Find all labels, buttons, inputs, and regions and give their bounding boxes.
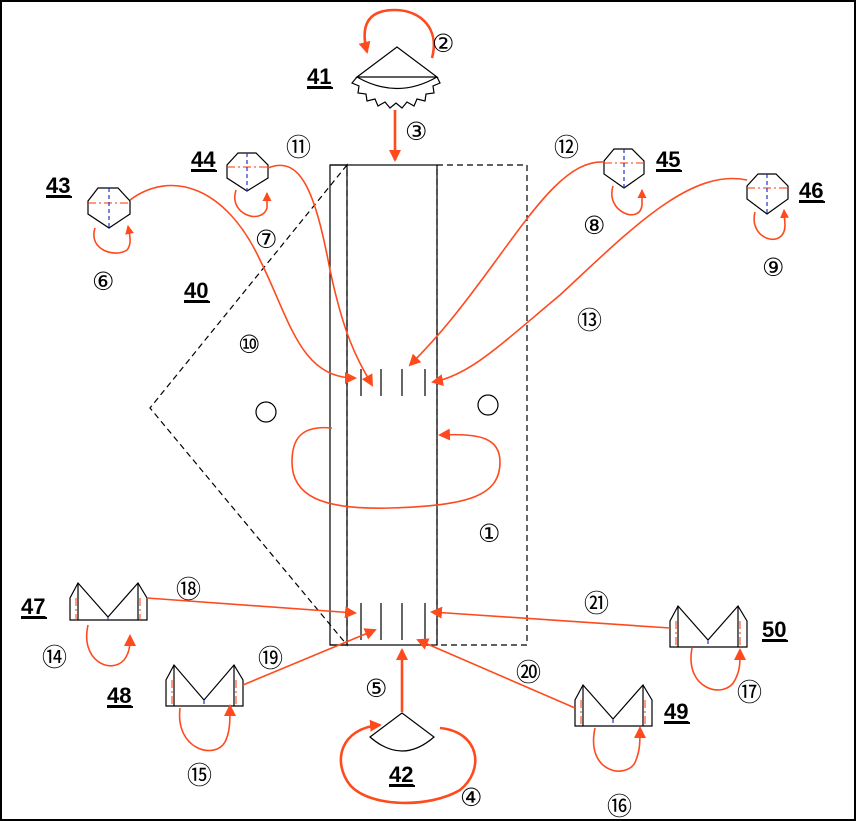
step-label-3: ③: [405, 117, 427, 146]
step-label-16: ⑯: [607, 792, 632, 821]
arrow-step-4: [339, 719, 477, 805]
step-number-labels: ① ② ③ ④ ⑤ ⑥ ⑦ ⑧ ⑨ ⑩ ⑪ ⑫ ⑬ ⑭ ⑮ ⑯ ⑰ ⑱ ⑲ ⑳ …: [42, 29, 784, 821]
step-label-6: ⑥: [92, 267, 114, 296]
arrow-step-16: [592, 726, 646, 772]
arrow-step-12: [408, 161, 605, 367]
arrow-step-13: [431, 177, 748, 387]
label-part-42: 42: [389, 762, 413, 787]
label-part-41: 41: [307, 64, 331, 89]
arrow-step-6: [93, 225, 134, 254]
step-label-7: ⑦: [255, 225, 277, 254]
step-label-17: ⑰: [737, 678, 762, 707]
label-part-46: 46: [799, 178, 823, 203]
step-label-20: ⑳: [516, 658, 541, 687]
label-part-45: 45: [656, 147, 680, 172]
part-42-fan: [369, 712, 435, 752]
arrow-step-7: [234, 189, 272, 218]
step-label-11: ⑪: [286, 133, 311, 162]
arrow-step-19: [242, 628, 377, 686]
part-49-v-shape: [574, 683, 653, 727]
label-part-43: 43: [46, 173, 70, 198]
step-label-13: ⑬: [577, 306, 602, 335]
step-label-14: ⑭: [42, 643, 67, 672]
step-label-1: ①: [478, 519, 500, 548]
label-part-48: 48: [107, 683, 131, 708]
part-43-octagon: [87, 187, 131, 229]
arrow-step-1: [291, 426, 501, 509]
step-label-5: ⑤: [365, 674, 387, 703]
step-label-2: ②: [432, 29, 454, 58]
step-label-8: ⑧: [583, 211, 605, 240]
step-label-21: ㉑: [584, 589, 609, 618]
part-label-underlines: [21, 87, 825, 787]
step-label-10: ⑩: [238, 330, 260, 359]
arrow-step-11: [267, 164, 373, 387]
hole-left: [255, 401, 277, 423]
part-50-v-shape: [669, 604, 748, 648]
part-46-octagon: [746, 173, 789, 215]
part-41-fan-gear: [351, 46, 441, 109]
part-45-octagon: [603, 148, 645, 189]
arrow-step-2: [358, 8, 435, 59]
arrow-step-15: [178, 704, 236, 752]
label-part-49: 49: [664, 699, 688, 724]
main-body-part-40: [149, 163, 528, 647]
label-part-50: 50: [762, 617, 786, 642]
part-48-v-shape: [165, 663, 244, 707]
part-number-labels: 40 41 42 43 44 45 46 47 48 49 50: [21, 64, 823, 787]
step-label-15: ⑮: [187, 761, 212, 790]
step-label-4: ④: [460, 783, 482, 812]
part-44-octagon: [226, 152, 269, 192]
step-label-12: ⑫: [554, 133, 579, 162]
label-part-44: 44: [191, 147, 216, 172]
step-label-19: ⑲: [258, 644, 283, 673]
center-panel-outline: [329, 164, 438, 646]
label-part-47: 47: [21, 594, 45, 619]
step-label-9: ⑨: [762, 253, 784, 282]
step-label-18: ⑱: [176, 575, 201, 604]
label-part-40: 40: [184, 278, 208, 303]
hole-right: [477, 394, 499, 416]
part-47-v-shape: [69, 581, 148, 621]
arrow-step-18: [146, 597, 357, 619]
arrow-step-20: [416, 638, 576, 709]
assembly-arrows: [85, 8, 790, 805]
arrow-step-10: [129, 184, 357, 384]
arrow-step-8: [611, 185, 647, 216]
arrow-step-17: [690, 647, 746, 691]
arrow-step-9: [753, 209, 790, 241]
arrow-step-14: [85, 624, 136, 667]
arrow-step-21: [430, 606, 671, 629]
